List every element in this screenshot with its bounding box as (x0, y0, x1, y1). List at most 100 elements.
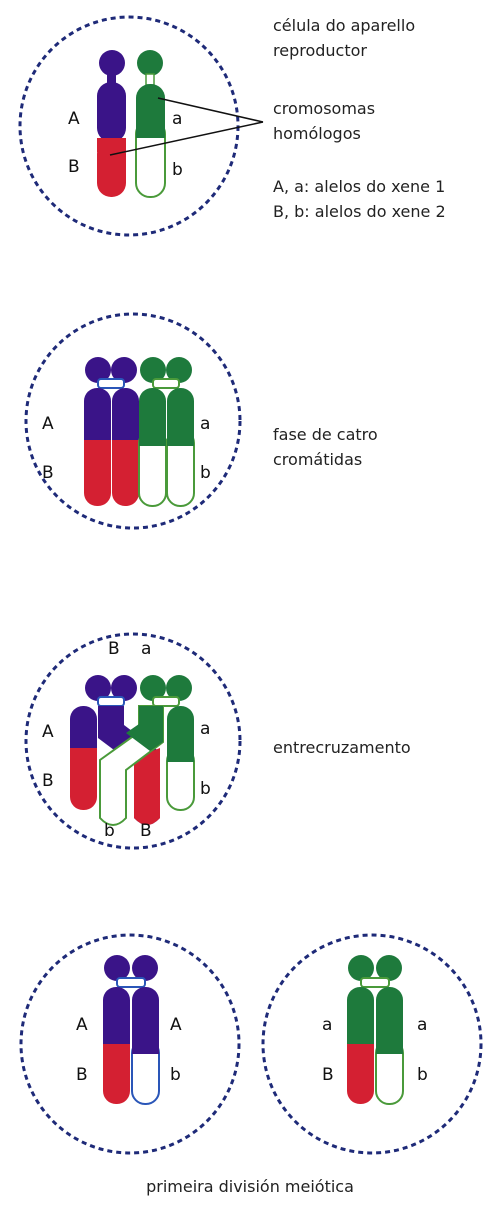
stage-3-cell: B a A a B b b B (24, 632, 242, 850)
centromere-neck (107, 74, 116, 85)
chromatid-head (104, 955, 130, 981)
chromatid-left-green (347, 987, 374, 1058)
bottom-label-b: b (104, 821, 115, 841)
top-label-B: B (108, 639, 120, 659)
chromatid-upper (97, 82, 126, 142)
stage-4-left-cell: A A B b (19, 933, 241, 1155)
allele-A: A (42, 414, 54, 434)
stage-4-right-cell: a a B b (261, 933, 483, 1155)
bottom-label-B: B (140, 821, 152, 841)
allele-a: a (417, 1015, 427, 1035)
chromosome-2-maternal (84, 357, 139, 506)
centromere-bridge (97, 696, 125, 707)
band (103, 1044, 130, 1058)
cell-membrane-1 (18, 15, 240, 237)
chromatid-right-green (167, 388, 194, 446)
allele-B: B (322, 1065, 334, 1085)
band (70, 748, 97, 764)
chromatid-head (376, 955, 402, 981)
allele-b: b (170, 1065, 181, 1085)
cell-label-line1: célula do aparello (273, 16, 415, 35)
homologs-label-line2: homólogos (273, 124, 361, 143)
band-B (97, 138, 126, 152)
chromosome-1-maternal (97, 50, 126, 197)
centromere-head (99, 50, 125, 76)
chromatid-lower (97, 140, 126, 197)
band (84, 440, 111, 454)
centromere-neck (145, 73, 155, 86)
chromosome-2-paternal (138, 357, 195, 507)
band (132, 1040, 159, 1054)
band-a (136, 124, 165, 138)
centromere-bridge (152, 696, 180, 707)
allele-A: A (42, 722, 54, 742)
stage-3-label: entrecruzamento (273, 738, 411, 757)
allele-B: B (76, 1065, 88, 1085)
chromatid-head (140, 675, 166, 701)
top-label-a: a (141, 639, 151, 659)
chromatid-head-left (140, 357, 166, 383)
allele-A: A (68, 109, 80, 129)
crossover-segment-green (126, 706, 163, 751)
chromatid-left-green (139, 388, 166, 446)
stage-2-cell: A a B b (24, 312, 242, 530)
pointer-line-lower (109, 121, 264, 156)
cell-label-line2: reproductor (273, 41, 367, 60)
stage-1-cell: A a B b (18, 15, 264, 237)
chromatid-head-right (166, 357, 192, 383)
allele-a: a (200, 414, 210, 434)
chromatid-head (166, 675, 192, 701)
chromatid-head-right (111, 357, 137, 383)
centromere-bridge (360, 977, 390, 988)
cell-membrane-2 (24, 312, 242, 530)
pointer-line-upper (157, 97, 264, 123)
centromere-bridge (116, 977, 146, 988)
chromatid-right-purple (132, 987, 159, 1054)
cell-membrane-4-right (261, 933, 483, 1155)
crossover-segment-red (134, 748, 160, 825)
allele-note-1: A, a: alelos do xene 1 (273, 177, 445, 196)
allele-B: B (42, 463, 54, 483)
cell-membrane-3 (24, 632, 242, 850)
chromosome-1-paternal (135, 50, 166, 198)
stage-2-label-line1: fase de catro (273, 425, 378, 444)
chromatid-left-red (347, 1044, 374, 1104)
centromere-bridge (97, 378, 125, 389)
band (167, 748, 194, 762)
band (376, 1040, 403, 1054)
allele-a: a (200, 719, 210, 739)
chromatid-right-purple (112, 388, 139, 454)
band (139, 432, 166, 446)
cell-membrane-4-left (19, 933, 241, 1155)
allele-a: a (322, 1015, 332, 1035)
allele-B: B (68, 157, 80, 177)
allele-a: a (172, 109, 182, 129)
centromere-head (137, 50, 163, 76)
chromatid-left-purple (84, 388, 111, 454)
band (347, 1044, 374, 1058)
chromatid-head (132, 955, 158, 981)
allele-b: b (200, 463, 211, 483)
homologs-label-line1: cromosomas (273, 99, 375, 118)
chromatid-left-red (103, 1044, 130, 1104)
chromatid-right-green (376, 987, 403, 1054)
stage-4-caption: primeira división meiótica (146, 1177, 354, 1196)
centromere-bridge (152, 378, 180, 389)
allele-b: b (172, 160, 183, 180)
allele-b: b (417, 1065, 428, 1085)
chromatid-head-left (85, 357, 111, 383)
allele-B: B (42, 771, 54, 791)
allele-A: A (170, 1015, 182, 1035)
chromatid-left-purple (103, 987, 130, 1058)
band (112, 440, 139, 454)
allele-A: A (76, 1015, 88, 1035)
chromatid-left-red (84, 440, 111, 506)
chromatid-head (111, 675, 137, 701)
stage-2-label-line2: cromátidas (273, 450, 362, 469)
band (167, 432, 194, 446)
chromatid-head (85, 675, 111, 701)
allele-b: b (200, 779, 211, 799)
chromatid-head (348, 955, 374, 981)
allele-note-2: B, b: alelos do xene 2 (273, 202, 446, 221)
